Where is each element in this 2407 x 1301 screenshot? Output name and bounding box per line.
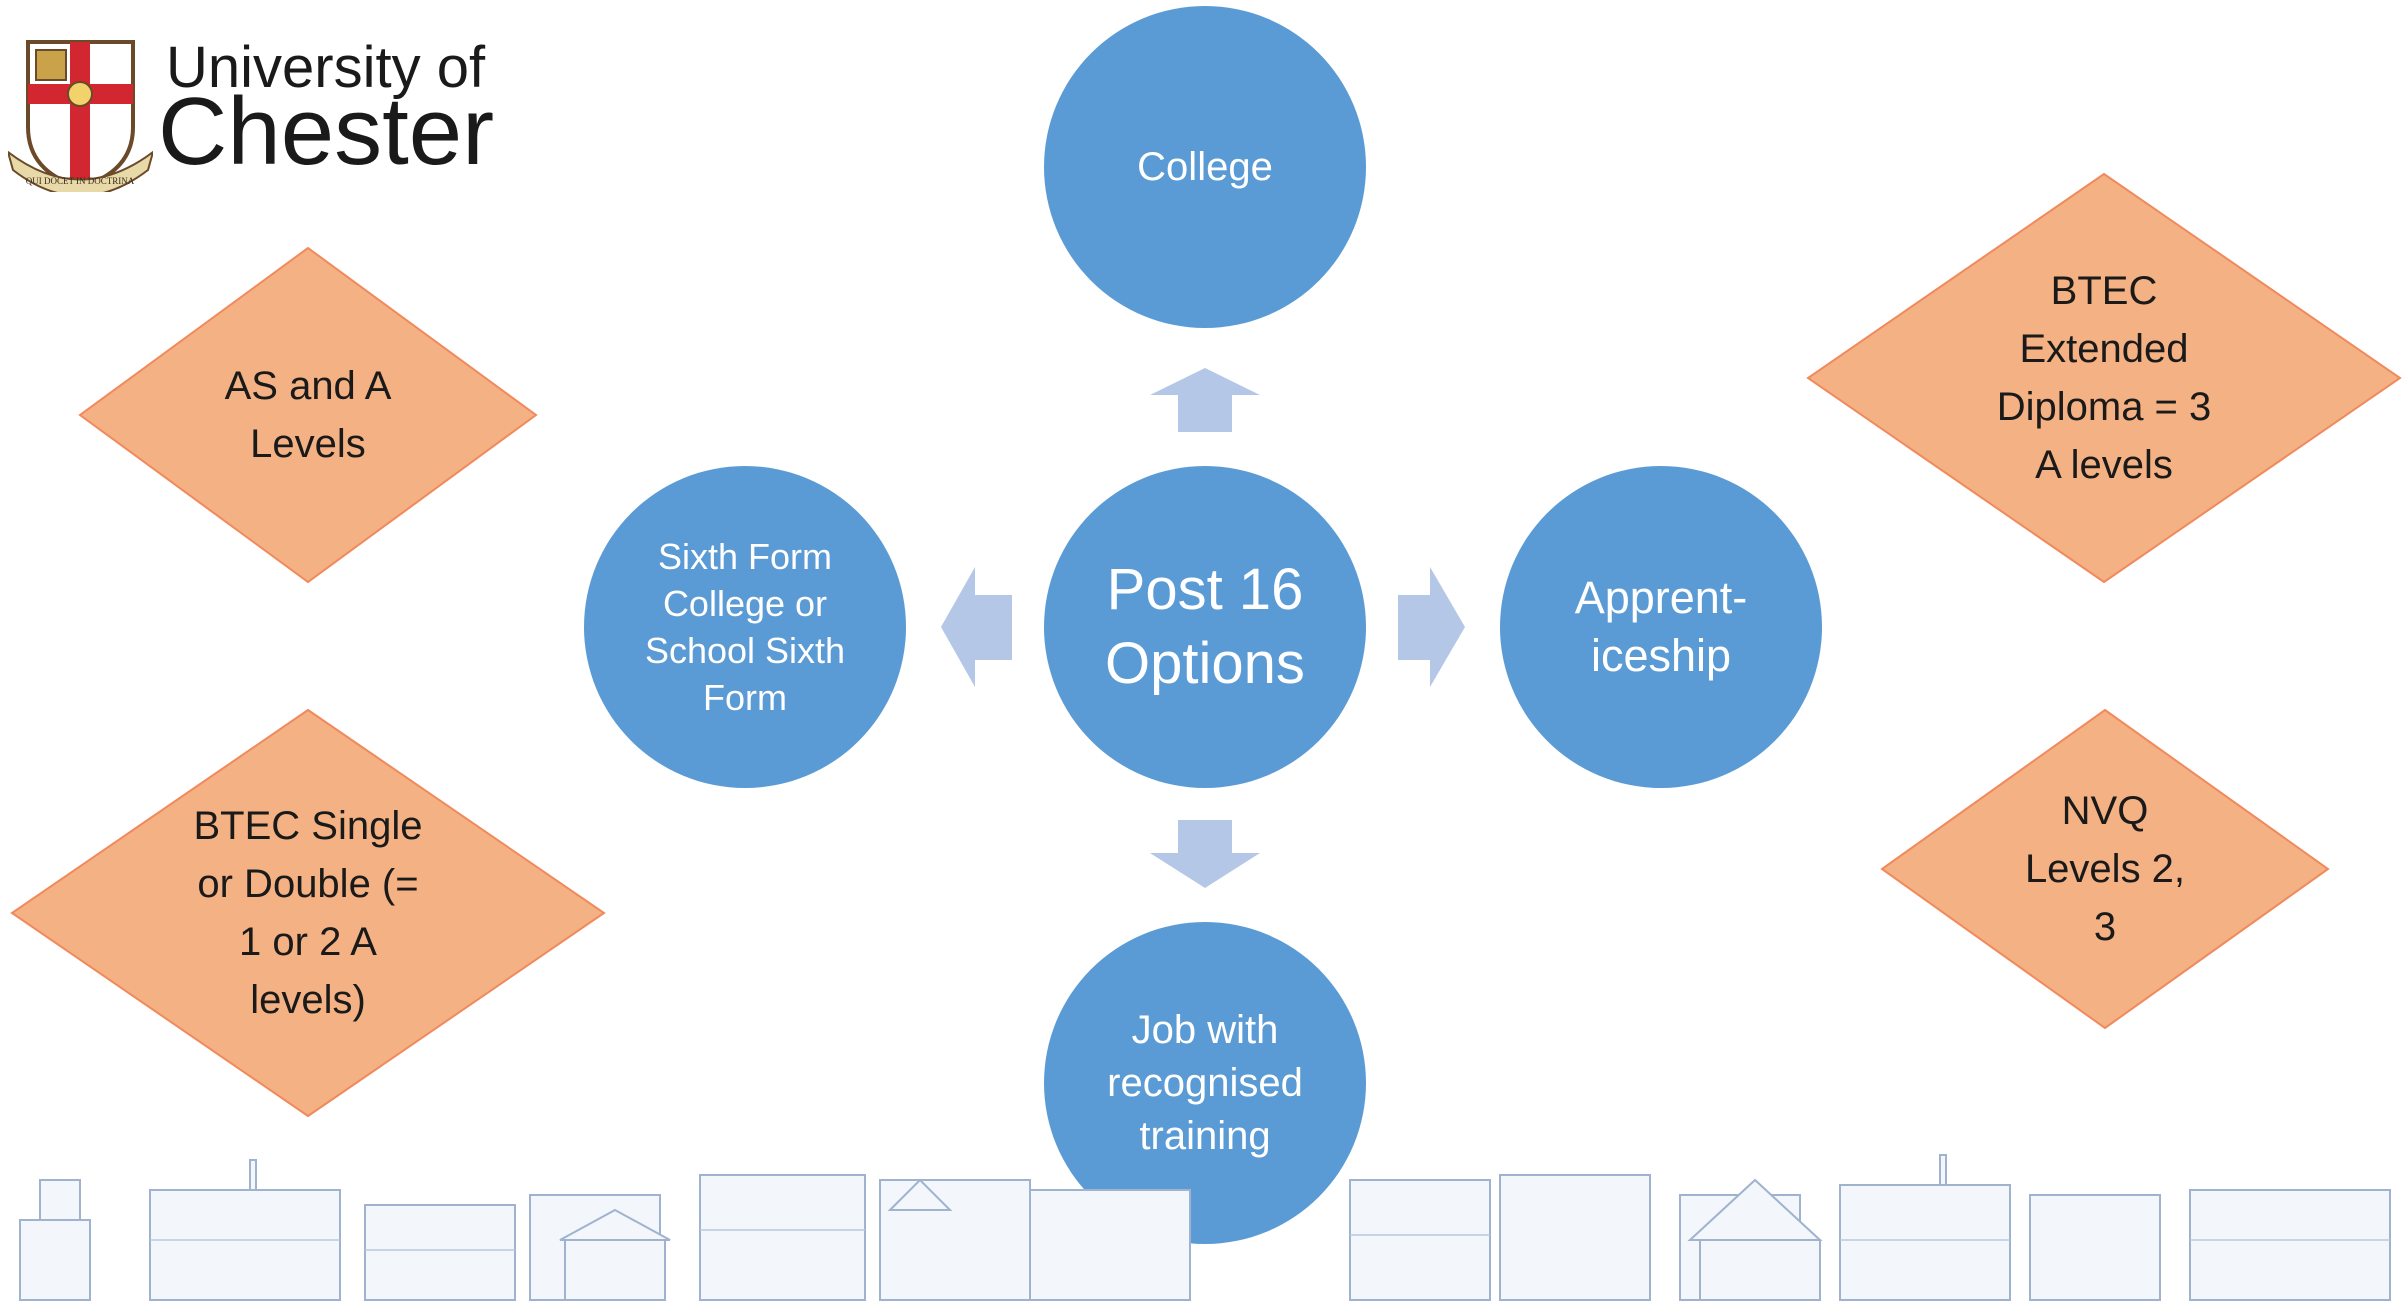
logo-line-chester: Chester — [158, 78, 495, 185]
option-job-label: Job with recognised training — [1107, 1007, 1303, 1158]
building-skyline-illustration — [19, 1154, 2391, 1301]
qualification-btec-single-label: BTEC Single or Double (= 1 or 2 A levels… — [193, 804, 423, 1022]
arrow-left-icon — [941, 567, 1012, 687]
arrow-down-icon — [1150, 820, 1260, 888]
arrow-up-icon — [1150, 368, 1260, 432]
option-apprenticeship-circle: Apprent- iceship — [1500, 466, 1822, 788]
arrow-right-icon — [1398, 567, 1465, 687]
option-sixth-form-label: Sixth Form College or School Sixth Form — [644, 536, 846, 718]
option-college-circle: College — [1044, 6, 1366, 328]
qualification-as-a-levels-diamond: AS and A Levels — [78, 246, 538, 584]
qualification-nvq-diamond: NVQ Levels 2, 3 — [1880, 708, 2330, 1030]
option-apprenticeship-label: Apprent- iceship — [1574, 572, 1748, 681]
crest-motto: QUI DOCET IN DOCTRINA — [26, 176, 135, 186]
university-logo: QUI DOCET IN DOCTRINA University of Ches… — [8, 24, 494, 194]
university-crest-icon: QUI DOCET IN DOCTRINA — [8, 40, 153, 192]
qualification-btec-single-diamond: BTEC Single or Double (= 1 or 2 A levels… — [10, 708, 606, 1118]
center-post16-circle: Post 16 Options — [1044, 466, 1366, 788]
center-label: Post 16 Options — [1105, 557, 1305, 696]
qualification-as-a-levels-label: AS and A Levels — [224, 364, 392, 466]
qualification-btec-extended-label: BTEC Extended Diploma = 3 A levels — [1996, 269, 2212, 487]
qualification-nvq-label: NVQ Levels 2, 3 — [2024, 789, 2186, 949]
qualification-btec-extended-diamond: BTEC Extended Diploma = 3 A levels — [1806, 172, 2402, 584]
logo-line-university: University of — [166, 35, 486, 100]
option-sixth-form-circle: Sixth Form College or School Sixth Form — [584, 466, 906, 788]
option-college-label: College — [1137, 145, 1273, 189]
